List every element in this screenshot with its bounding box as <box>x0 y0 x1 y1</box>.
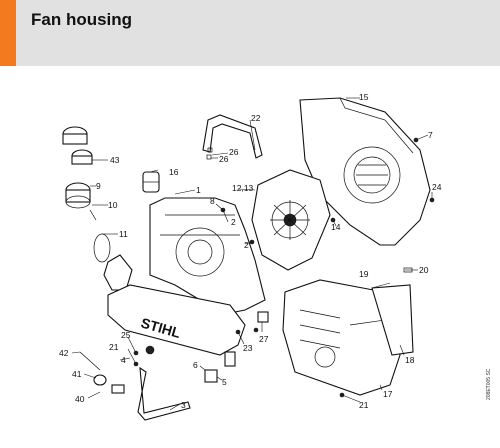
callout-15: 15 <box>359 92 369 102</box>
part-19-filter <box>371 284 414 356</box>
callout-9: 9 <box>96 181 101 191</box>
part-fan-wheel <box>251 169 331 271</box>
callout-6: 6 <box>193 360 198 370</box>
part-26-clip <box>206 154 212 160</box>
callout-12-13: 12,13 <box>232 183 254 193</box>
callout-24: 24 <box>432 182 442 192</box>
part-blower-housing <box>149 197 266 316</box>
callout-2-upper: 2 <box>231 217 236 227</box>
callout-25: 25 <box>121 330 131 340</box>
part-43-cap <box>62 126 93 165</box>
callout-labels: 15 7 24 22 26 26 12,13 1 8 2 2 14 16 43 … <box>59 92 442 410</box>
callout-21-left: 21 <box>109 342 119 352</box>
callout-23: 23 <box>243 343 253 353</box>
part-9-cap <box>65 182 91 209</box>
callout-42: 42 <box>59 348 69 358</box>
callout-3: 3 <box>181 400 186 410</box>
part-air-filter-box <box>282 279 401 396</box>
callout-19: 19 <box>359 269 369 279</box>
callout-11: 11 <box>119 229 128 239</box>
callout-20: 20 <box>419 265 429 275</box>
callout-1: 1 <box>196 185 201 195</box>
header-bar: Fan housing <box>0 0 500 66</box>
callout-22: 22 <box>251 113 261 123</box>
callout-27: 27 <box>259 334 269 344</box>
callout-26-lower: 26 <box>219 154 229 164</box>
part-10-strap <box>89 209 97 221</box>
callout-8: 8 <box>210 196 215 206</box>
page-title: Fan housing <box>31 10 133 29</box>
callout-5: 5 <box>222 377 227 387</box>
callout-14: 14 <box>331 222 341 232</box>
callout-41: 41 <box>72 369 82 379</box>
part-handle <box>202 114 263 159</box>
callout-7: 7 <box>428 130 433 140</box>
callout-2-lower: 2 <box>244 240 249 250</box>
header-accent-bar <box>0 0 16 66</box>
callout-21-right: 21 <box>359 400 369 410</box>
callout-40: 40 <box>75 394 85 404</box>
callout-16: 16 <box>169 167 179 177</box>
callout-17: 17 <box>383 389 393 399</box>
part-intake-elbow <box>103 254 133 291</box>
part-16-cap <box>142 171 160 193</box>
drawing-code: 208ET005 SC <box>486 368 492 400</box>
part-carb-fittings <box>79 345 236 421</box>
fan-housing-exploded-diagram: STIHL <box>59 92 492 421</box>
part-11-ring <box>93 233 111 263</box>
part-26-clip <box>207 147 213 153</box>
callout-43: 43 <box>110 155 120 165</box>
callout-10: 10 <box>108 200 118 210</box>
callout-4: 4 <box>121 355 126 365</box>
leader-lines <box>71 97 433 411</box>
callout-18: 18 <box>405 355 415 365</box>
callout-26-upper: 26 <box>229 147 239 157</box>
